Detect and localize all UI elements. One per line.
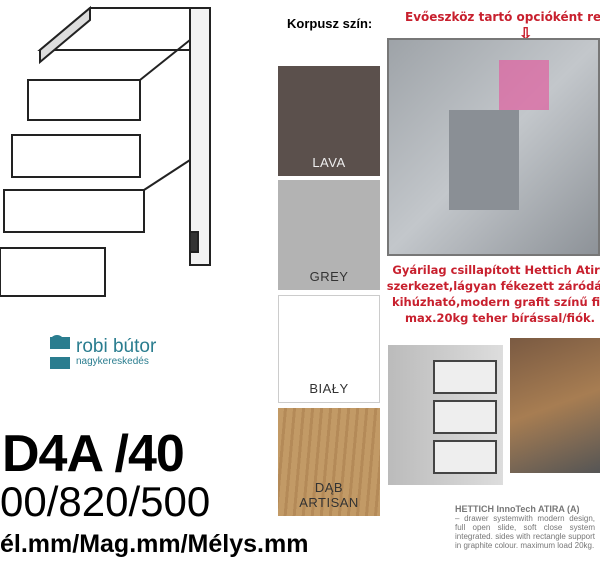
caption-body: – drawer systemwith modern design, full … (455, 514, 595, 550)
swatch-lava[interactable]: LAVA (278, 66, 380, 176)
logo-icon (50, 335, 70, 369)
product-dimensions: 00/820/500 (0, 478, 211, 525)
drawer-cabinet-photo (388, 345, 503, 485)
product-code: D4A /40 (2, 425, 185, 483)
swatch-oak[interactable]: DĄB ARTISAN (278, 408, 380, 516)
hettich-note-line: max.20kg teher bírással/fiók. (404, 311, 595, 325)
logo-subtitle: nagykereskedés (76, 356, 149, 367)
swatch-label: DĄB ARTISAN (299, 480, 359, 510)
cabinet-drawing (0, 5, 211, 297)
hettich-note: Gyárilag csillapított Hettich Atira szer… (380, 262, 600, 326)
caption-title: HETTICH InnoTech ATIRA (A) (455, 504, 580, 514)
logo-name: robi bútor (76, 336, 157, 357)
swatch-label: BIAŁY (309, 381, 349, 396)
swatch-label: LAVA (312, 155, 346, 170)
color-header: Korpusz szín: (287, 16, 373, 31)
logo: robi bútor nagykereskedés (50, 335, 156, 369)
caption: HETTICH InnoTech ATIRA (A) – drawer syst… (455, 504, 595, 551)
swatch-white[interactable]: BIAŁY (278, 295, 380, 403)
hettich-note-line: szerkezet,lágyan fékezett záródás, (386, 279, 600, 293)
hettich-note-line: Gyárilag csillapított Hettich Atira (392, 263, 600, 277)
cutlery-note: Evőeszköz tartó opcióként rende (405, 10, 600, 24)
kitchen-photo (510, 338, 600, 473)
swatch-label: GREY (309, 269, 349, 284)
hettich-note-line: kihúzható,modern grafit színű fió (391, 295, 600, 309)
cutlery-tray-photo (387, 38, 600, 256)
dimension-labels: él.mm/Mag.mm/Mélys.mm (0, 530, 309, 558)
swatch-grey[interactable]: GREY (278, 180, 380, 290)
